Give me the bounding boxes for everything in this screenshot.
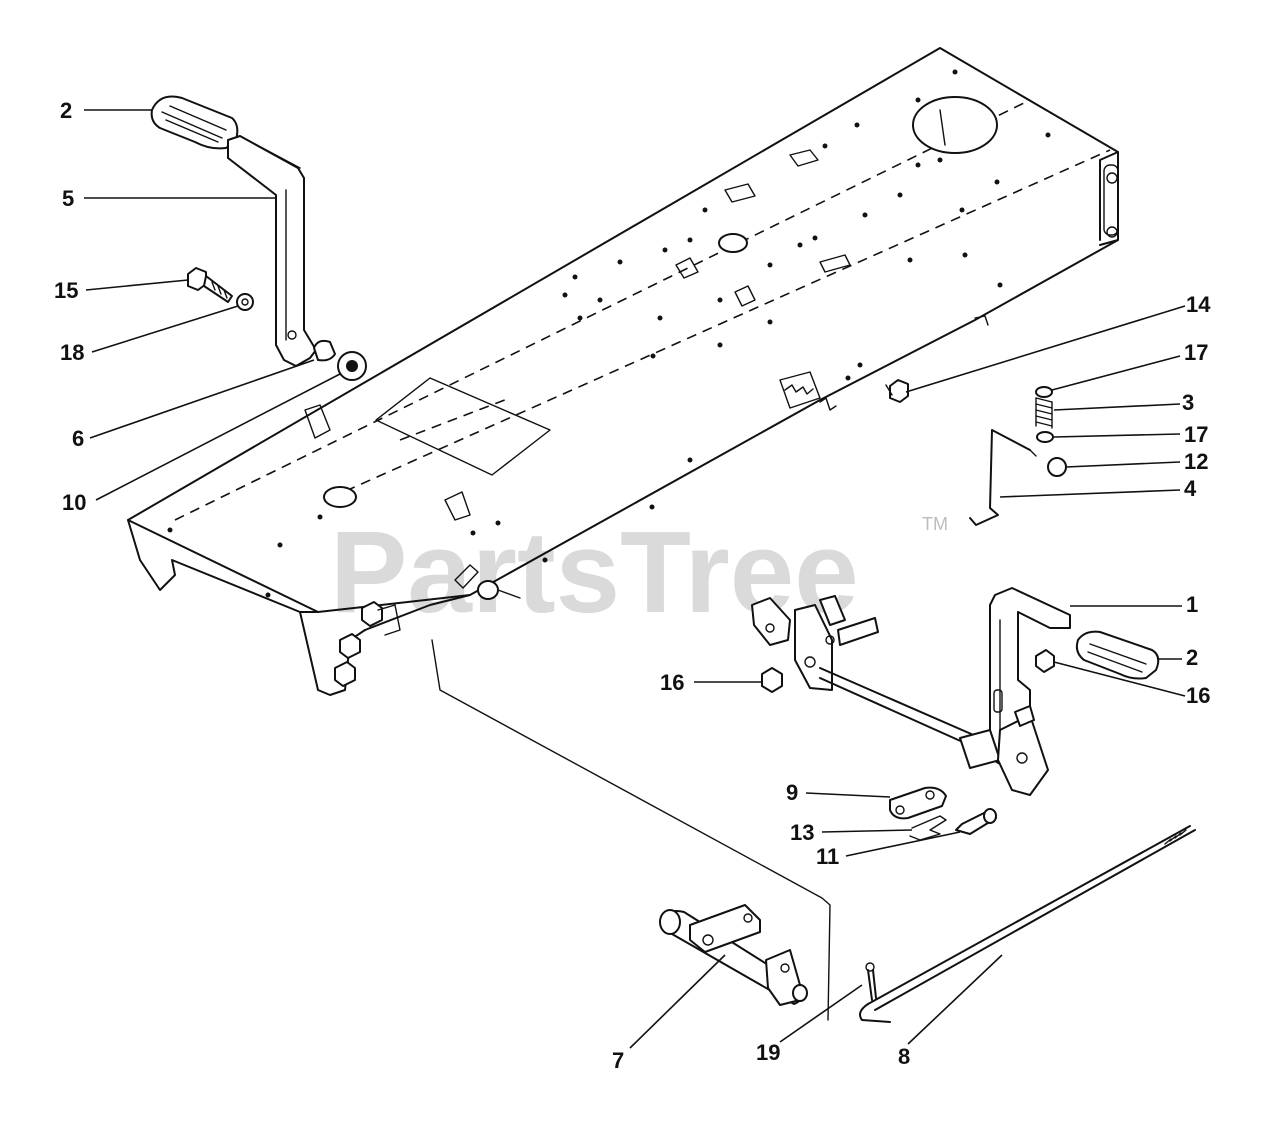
callout-13: 13: [790, 820, 814, 845]
callout-16-right: 16: [1186, 683, 1210, 708]
frame-holes: [167, 69, 1051, 598]
cap-12: [1047, 457, 1067, 477]
washer-17-upper: [1035, 386, 1053, 398]
frame-opening: [375, 377, 551, 476]
link-9: [889, 786, 947, 820]
frame-steering-hole: [912, 96, 998, 154]
spring-3: [1035, 397, 1053, 429]
frame-fold-line: [174, 99, 1031, 521]
nut-16-right: [1035, 649, 1055, 673]
callout-1: 1: [1186, 592, 1198, 617]
callout-9: 9: [786, 780, 798, 805]
bolt-14: [885, 379, 909, 403]
callout-17-lower: 17: [1184, 422, 1208, 447]
callout-8: 8: [898, 1044, 910, 1069]
washer-17-lower: [1036, 431, 1054, 443]
frame-end-face: [1099, 151, 1119, 241]
bushing-6: [313, 339, 336, 362]
callout-19: 19: [756, 1040, 780, 1065]
callout-12: 12: [1184, 449, 1208, 474]
rod-4: [969, 429, 1031, 526]
callout-5: 5: [62, 186, 74, 211]
frame-bracket-left: [304, 404, 331, 439]
rod-8: [859, 825, 1196, 1023]
leader-lines: [84, 109, 1186, 1049]
frame-quadrant: [779, 371, 821, 409]
callout-7: 7: [612, 1048, 624, 1073]
pedal-shaft-7: [659, 904, 808, 1006]
callouts: 2 5 15 18 6 10 14 17 3 17 12 4 1 2 16 16…: [54, 98, 1211, 1073]
pedal-pad-upper: [150, 95, 239, 150]
pin-11: [955, 808, 997, 835]
brake-pedal-arm: [227, 135, 317, 367]
pedal-pad-lower: [1075, 630, 1160, 680]
callout-4: 4: [1184, 476, 1197, 501]
nut-16-left: [761, 667, 783, 693]
callout-16-left: 16: [660, 670, 684, 695]
frame-bracket-mid: [444, 491, 471, 521]
cotter-pin-19: [867, 969, 877, 1001]
callout-11: 11: [816, 844, 839, 869]
callout-17-upper: 17: [1184, 340, 1208, 365]
watermark-trademark: TM: [922, 514, 948, 534]
bolt-15: [187, 267, 233, 303]
cross-shaft-assembly: [751, 595, 1049, 796]
callout-10: 10: [62, 490, 86, 515]
frame: [127, 47, 1119, 696]
callout-6: 6: [72, 426, 84, 451]
watermark: PartsTree TM: [330, 507, 948, 637]
spacer-10: [337, 351, 367, 381]
callout-2-lower: 2: [1186, 645, 1198, 670]
cross-shaft-outline: [431, 639, 831, 1021]
washer-18: [236, 293, 254, 311]
callout-18: 18: [60, 340, 84, 365]
callout-3: 3: [1182, 390, 1194, 415]
callout-15: 15: [54, 278, 78, 303]
callout-14: 14: [1186, 292, 1211, 317]
callout-2-upper: 2: [60, 98, 72, 123]
